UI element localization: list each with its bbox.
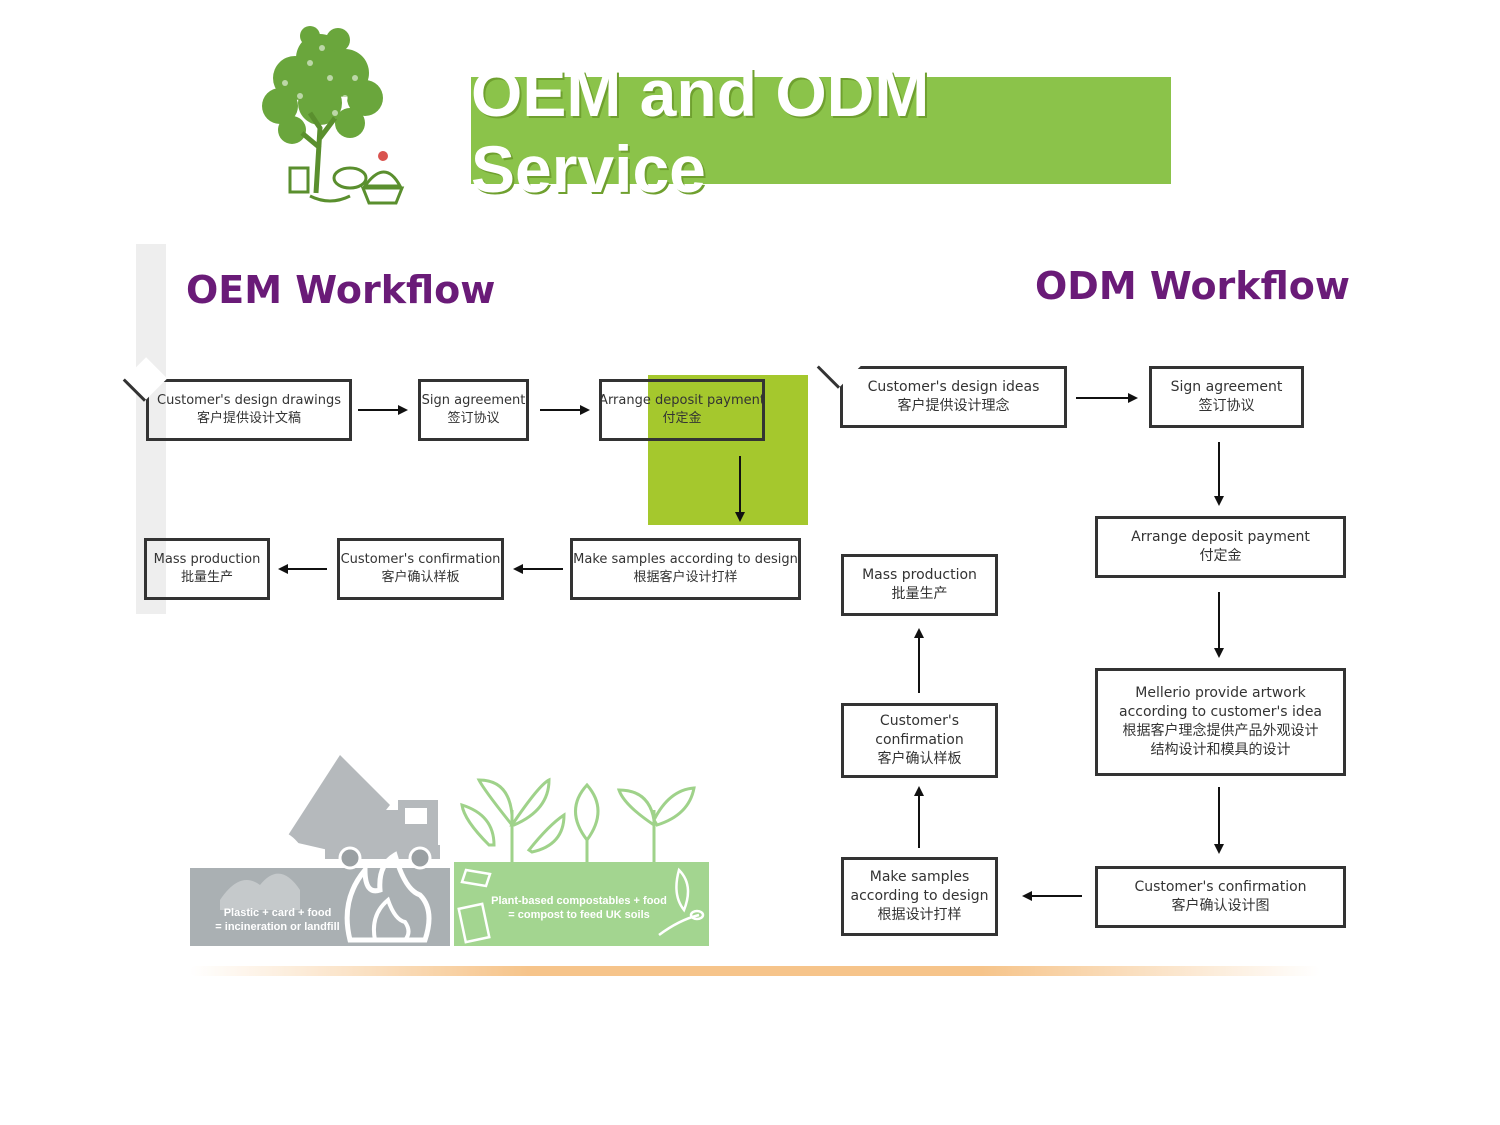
odm-step-make-samples: Make samples according to design 根据设计打样: [841, 857, 998, 936]
oem-step-mass-production: Mass production 批量生产: [144, 538, 270, 600]
odm-step-customer-confirmation-design: Customer's confirmation 客户确认设计图: [1095, 866, 1346, 928]
odm-step-sign-agreement: Sign agreement 签订协议: [1149, 366, 1304, 428]
odm-workflow-heading: ODM Workflow: [1035, 264, 1350, 308]
oem-step-design-drawings: Customer's design drawings 客户提供设计文稿: [122, 357, 352, 441]
odm-step-design-ideas: Customer's design ideas 客户提供设计理念: [816, 344, 1067, 428]
oem-step-customer-confirmation: Customer's confirmation 客户确认样板: [337, 538, 504, 600]
tree-logo: [250, 18, 415, 213]
odm-step-mass-production: Mass production 批量生产: [841, 554, 998, 616]
oem-workflow-heading: OEM Workflow: [186, 268, 496, 312]
garbage-truck-icon: [190, 755, 450, 946]
oem-step-make-samples: Make samples according to design 根据客户设计打…: [570, 538, 801, 600]
odm-step-customer-confirmation-sample: Customer's confirmation 客户确认样板: [841, 703, 998, 778]
footer-divider: [190, 966, 1320, 976]
odm-step-provide-artwork: Mellerio provide artwork according to cu…: [1095, 668, 1346, 776]
compost-illustration: Plant-based compostables + food = compos…: [454, 770, 709, 946]
decorative-side-bar: [136, 244, 166, 614]
landfill-caption: Plastic + card + food = incineration or …: [215, 907, 340, 933]
oem-step-sign-agreement: Sign agreement 签订协议: [418, 379, 529, 441]
compost-caption: Plant-based compostables + food = compos…: [491, 895, 667, 921]
landfill-illustration: Plastic + card + food = incineration or …: [190, 750, 450, 946]
odm-step-deposit-payment: Arrange deposit payment 付定金: [1095, 516, 1346, 578]
title-banner: OEM and ODM Service: [471, 56, 1171, 206]
decorative-green-block: [648, 375, 808, 525]
oem-step-deposit-payment: Arrange deposit payment 付定金: [599, 379, 765, 441]
page-title: OEM and ODM Service: [471, 55, 930, 206]
plant-leaves-icon: [454, 777, 709, 946]
tree-logo-icon: [262, 26, 405, 205]
